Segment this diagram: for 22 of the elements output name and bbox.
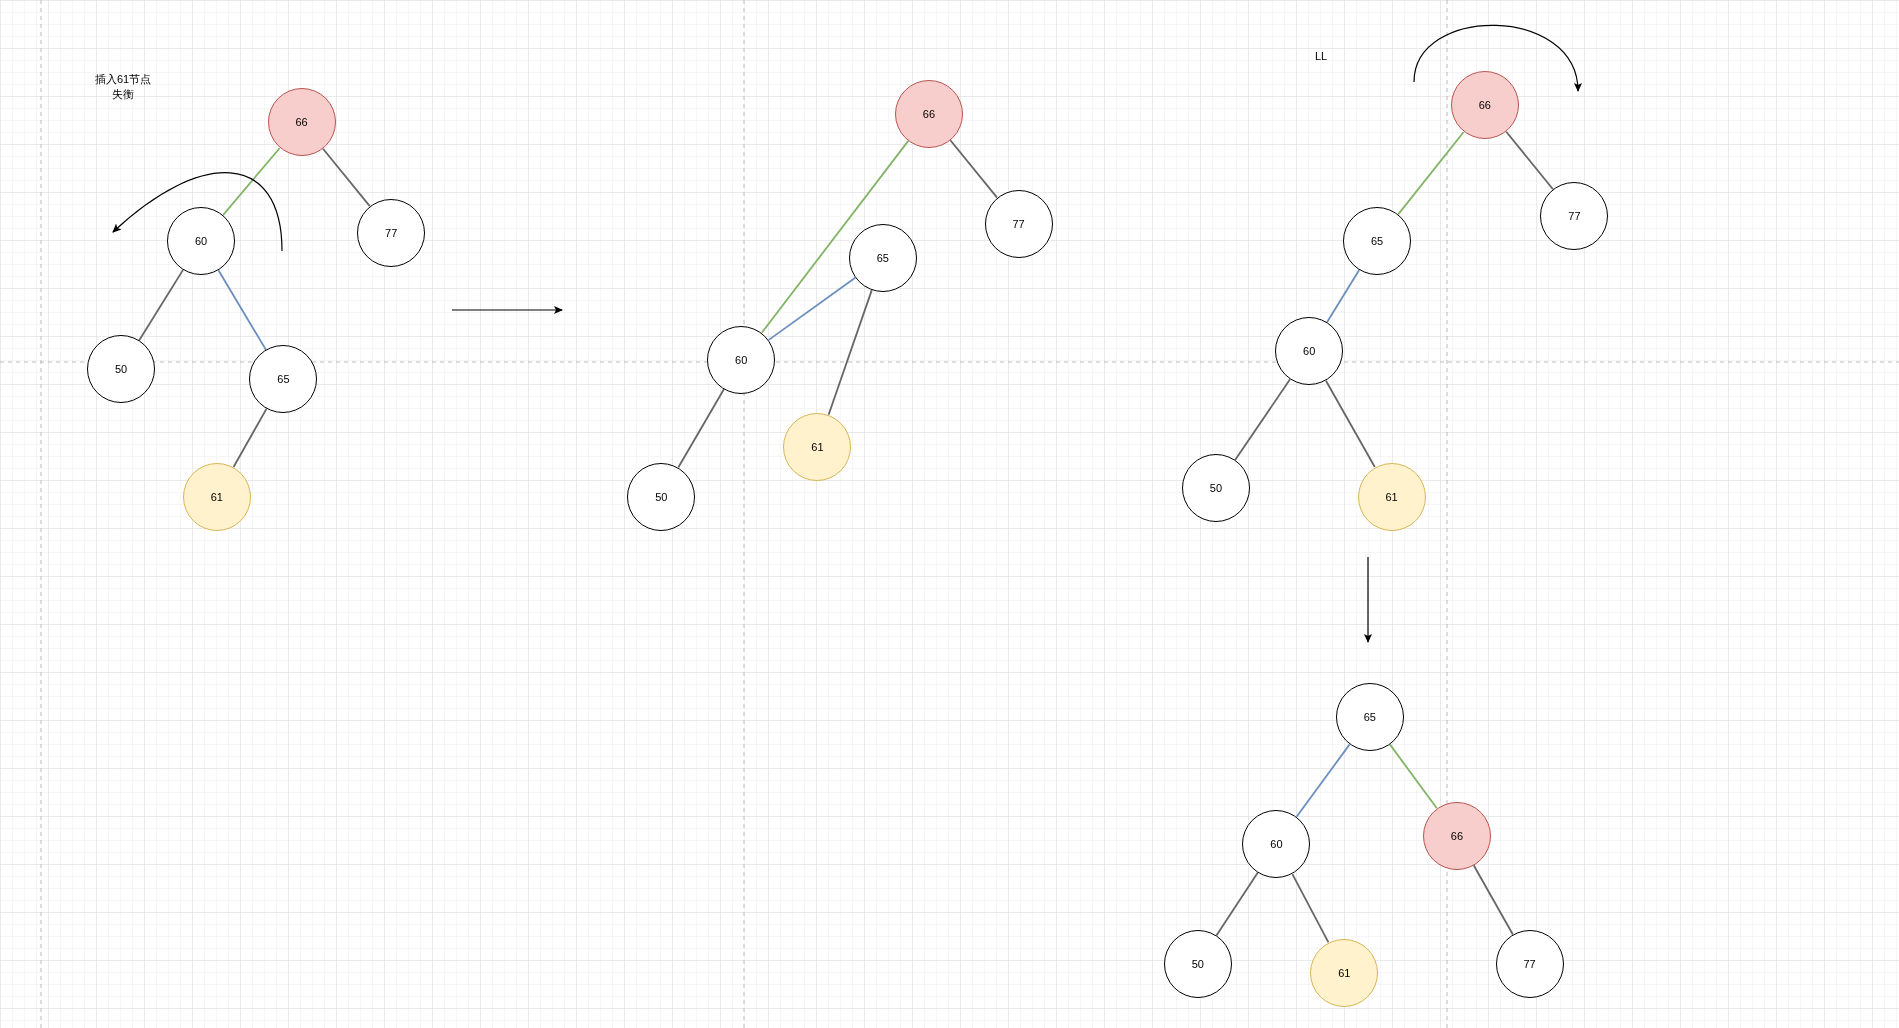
tree-edge <box>1505 130 1554 191</box>
tree-edge <box>1326 269 1361 324</box>
tree-edge <box>1215 871 1259 937</box>
tree-edge <box>222 147 281 216</box>
tree-edge <box>232 407 268 468</box>
tree-edge <box>760 139 910 334</box>
tree-edge <box>1389 743 1438 810</box>
tree-edge <box>677 388 725 469</box>
note-text: 插入61节点失衡 <box>93 72 153 102</box>
tree-edge <box>1397 131 1465 216</box>
rotation-label: LL <box>1313 50 1329 62</box>
tree-edge <box>217 269 267 351</box>
tree-edge <box>1472 864 1514 936</box>
tree-edge <box>1295 743 1351 818</box>
tree-edge <box>1234 378 1291 461</box>
tree-edge <box>1291 873 1330 944</box>
tree-edge <box>767 276 857 341</box>
tree-edge <box>138 268 184 342</box>
tree-edge <box>1325 379 1376 468</box>
tree-edge <box>949 139 998 199</box>
tree-edge <box>322 147 371 208</box>
tree-edge <box>827 289 873 416</box>
